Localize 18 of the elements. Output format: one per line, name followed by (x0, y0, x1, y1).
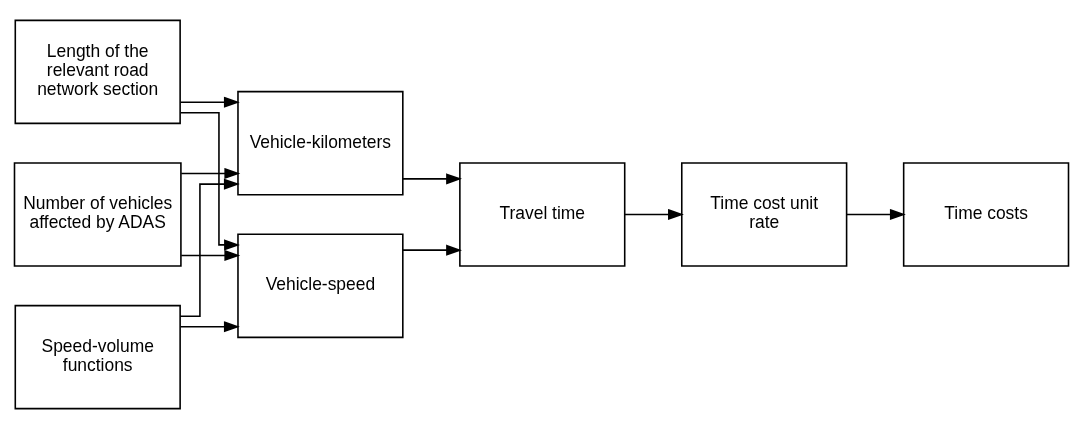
node-box: Travel time (459, 162, 626, 267)
arrow (402, 173, 462, 185)
node-box: Speed-volume functions (14, 304, 181, 410)
arrow (179, 112, 240, 251)
node-box: Number of vehicles affected by ADAS (13, 162, 182, 267)
arrow (846, 208, 906, 221)
arrow (180, 249, 241, 261)
arrow (179, 178, 240, 317)
node-box: Length of the relevant road network section (14, 19, 181, 125)
node-box: Time costs (902, 162, 1070, 267)
node-box: Vehicle-speed (237, 233, 404, 339)
arrow (180, 168, 241, 180)
node-box: Vehicle-kilometers (237, 90, 404, 196)
arrow (624, 208, 684, 221)
node-box: Time cost unit rate (681, 162, 848, 267)
arrow (402, 244, 462, 256)
arrow (179, 96, 240, 108)
arrow (179, 321, 240, 333)
